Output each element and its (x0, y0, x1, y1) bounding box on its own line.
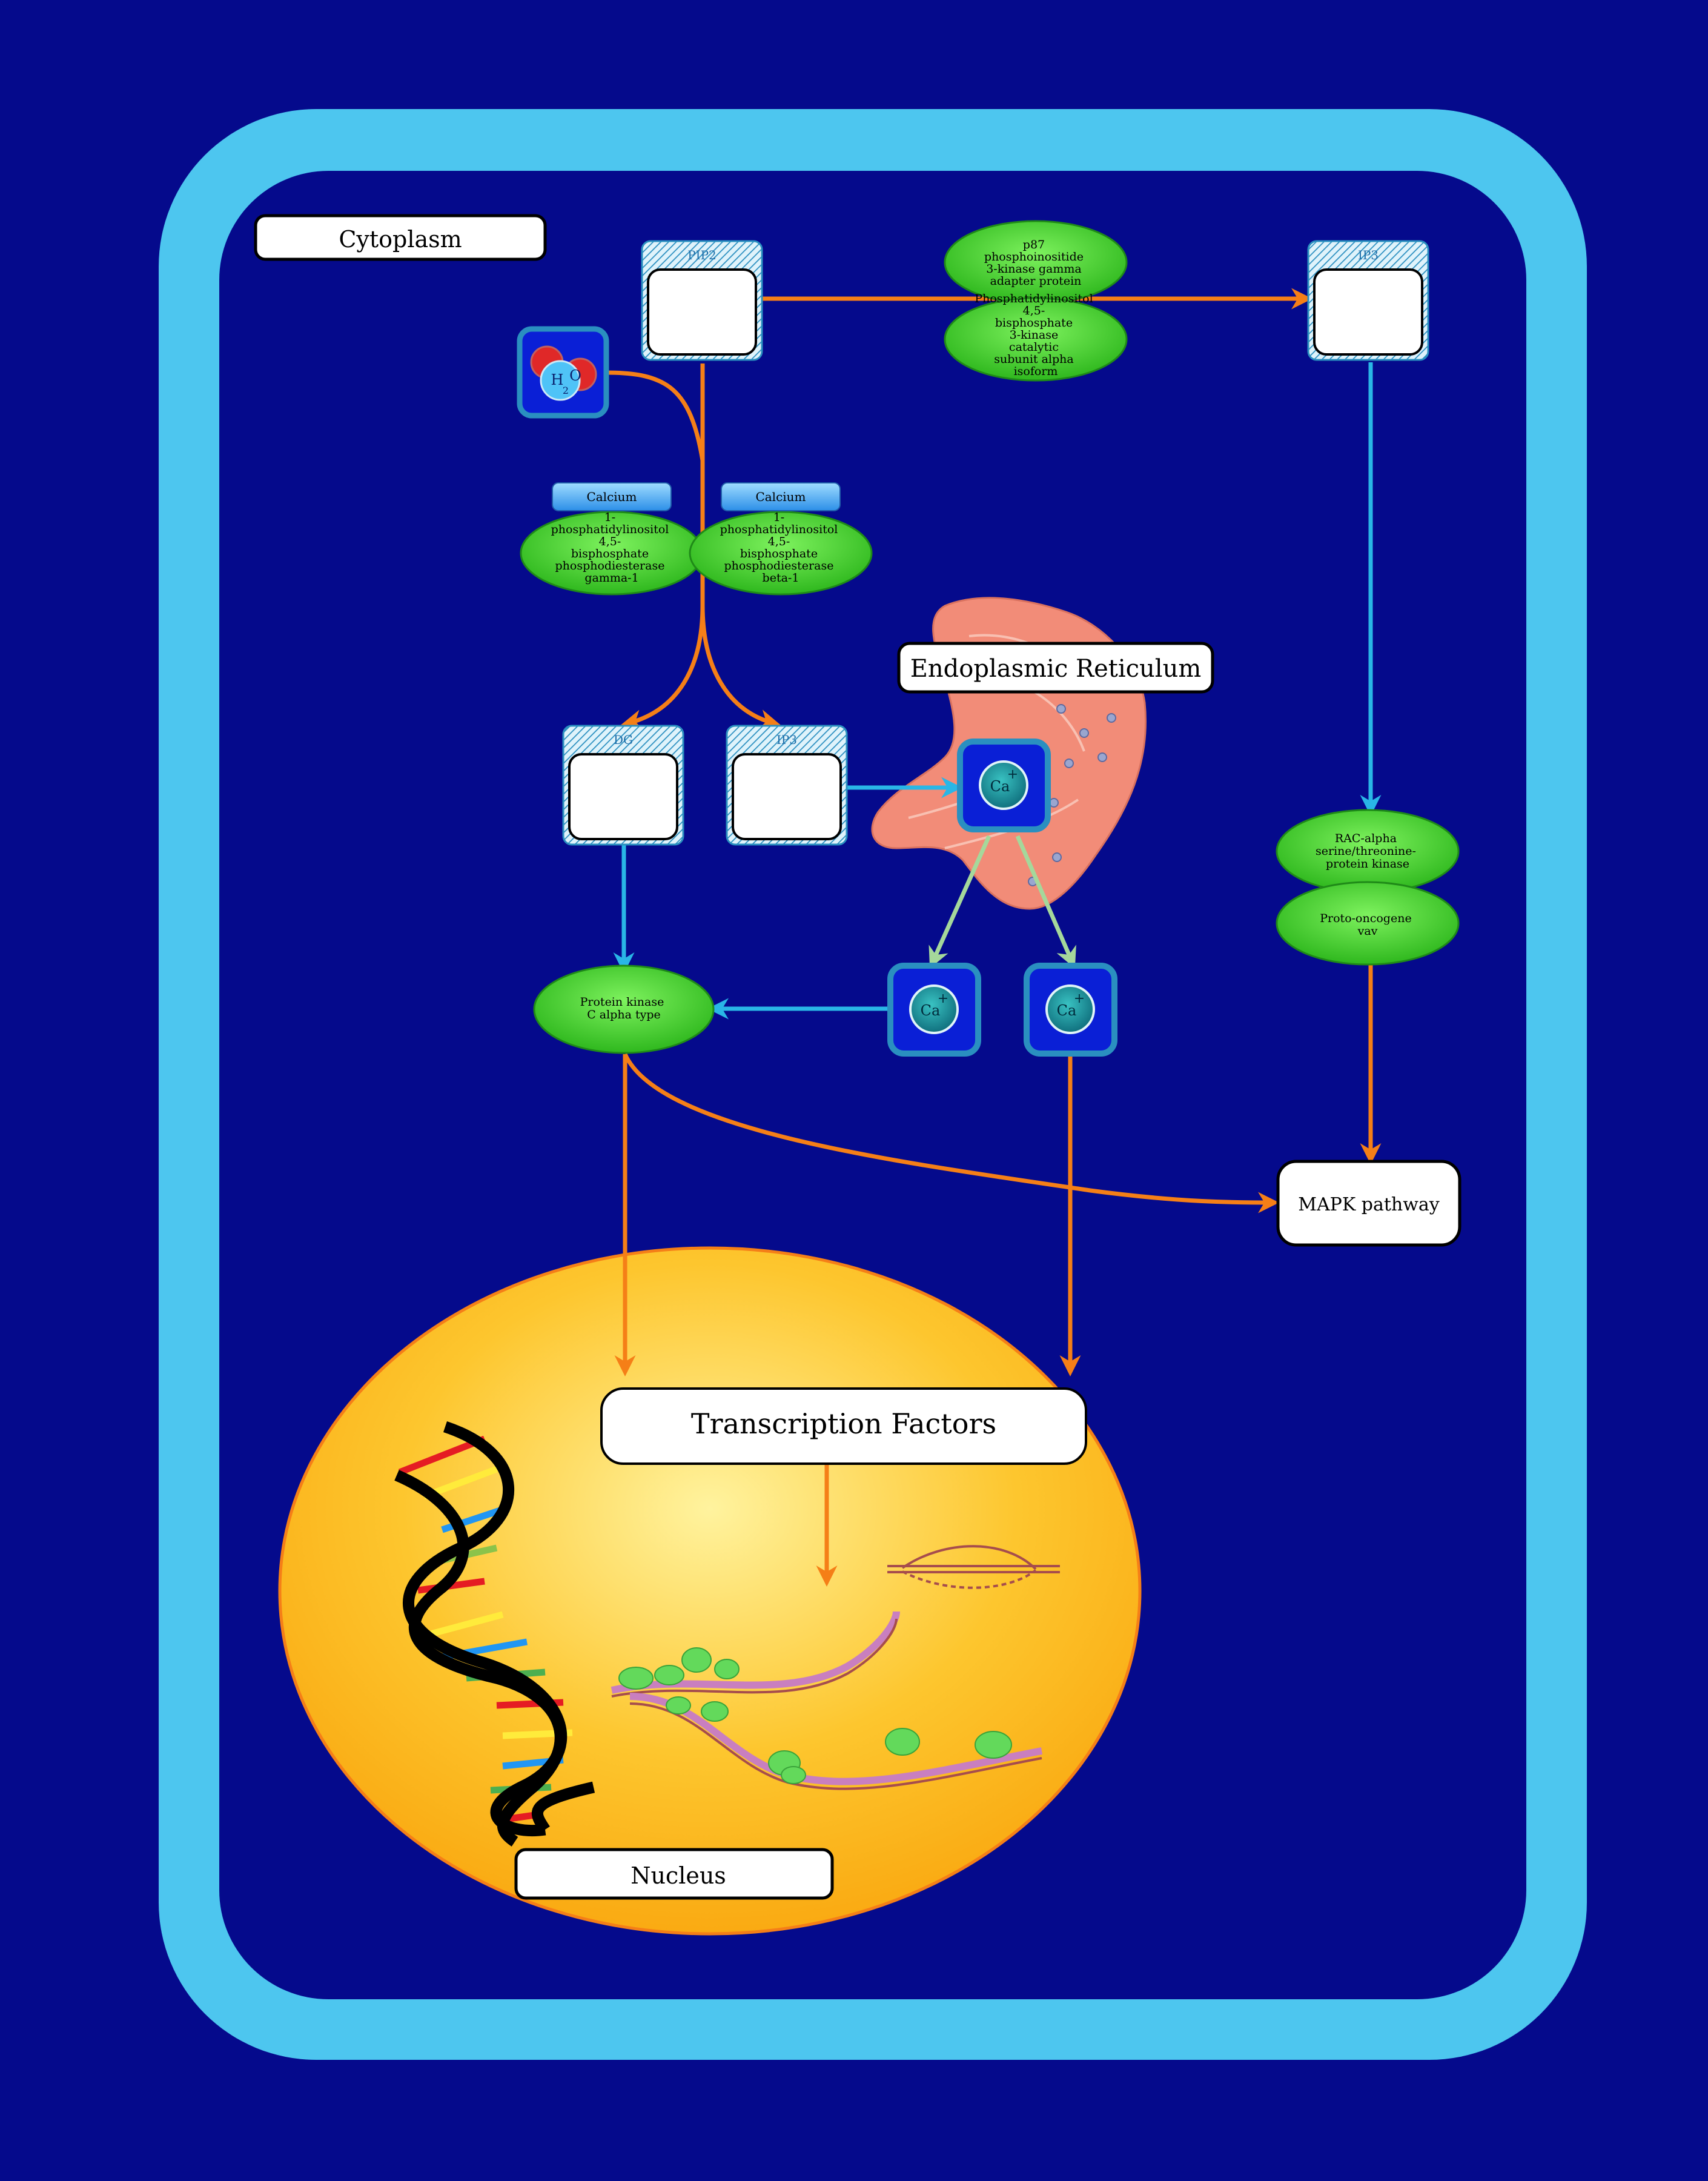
ip3-top-label: IP3 (1358, 248, 1379, 262)
enzyme-pi3k-alpha[interactable]: Phosphatidylinositol 4,5- bisphosphate 3… (944, 292, 1128, 382)
enzyme-plc-gamma-label: 1- phosphatidylinositol 4,5- bisphosphat… (551, 511, 673, 585)
enzyme-vav[interactable]: Proto-oncogene vav (1276, 881, 1460, 966)
ca-er-symbol: Ca (990, 778, 1010, 795)
cofactor-calcium-beta (721, 482, 841, 511)
er-label: Endoplasmic Reticulum (897, 642, 1214, 694)
dg-label: DG (614, 732, 633, 747)
er-text: Endoplasmic Reticulum (910, 655, 1202, 683)
enzyme-plc-beta[interactable]: Calcium 1- phosphatidylinositol 4,5- bis… (689, 482, 873, 596)
cofactor-calcium-gamma-text: Calcium (586, 490, 637, 504)
enzyme-p87-label: p87 phosphoinositide 3-kinase gamma adap… (984, 238, 1087, 288)
h2o-o: O (569, 367, 581, 384)
h2o-h: H (551, 371, 564, 388)
enzyme-akt1[interactable]: RAC-alpha serine/threonine- protein kina… (1276, 809, 1460, 894)
enzyme-pkc-label: Protein kinase C alpha type (580, 995, 668, 1021)
cytoplasm-text: Cytoplasm (339, 226, 462, 253)
mrna-strands (611, 1545, 1060, 1790)
metabolite-ip3[interactable]: IP3 (726, 725, 848, 846)
mapk-text: MAPK pathway (1298, 1194, 1440, 1215)
transcription-factors-text: Transcription Factors (691, 1407, 996, 1440)
metabolite-dg[interactable]: DG (562, 725, 684, 846)
calcium-ion-left[interactable]: Ca + (887, 963, 981, 1057)
calcium-ion-right[interactable]: Ca + (1024, 963, 1117, 1057)
enzyme-akt1-label: RAC-alpha serine/threonine- protein kina… (1316, 832, 1420, 871)
ca-er-charge: + (1007, 767, 1018, 782)
nucleus-label: Nucleus (514, 1848, 834, 1900)
enzyme-plc-gamma[interactable]: Calcium 1- phosphatidylinositol 4,5- bis… (520, 482, 704, 596)
enzyme-pkc-alpha[interactable]: Protein kinase C alpha type (533, 964, 715, 1054)
enzyme-p87[interactable]: p87 phosphoinositide 3-kinase gamma adap… (944, 220, 1128, 305)
enzyme-pi3k-label: Phosphatidylinositol 4,5- bisphosphate 3… (975, 292, 1096, 378)
ca-left-charge: + (938, 991, 948, 1006)
h2o-subscript: 2 (563, 385, 569, 396)
cofactor-calcium-beta-text: Calcium (755, 490, 806, 504)
cytoplasm-label: Cytoplasm (254, 214, 547, 261)
nucleus-text: Nucleus (631, 1862, 726, 1889)
ca-left-symbol: Ca (921, 1002, 941, 1019)
h2o-molecule[interactable]: H 2 O (517, 326, 609, 419)
transcription-factors-label: Transcription Factors (600, 1387, 1087, 1465)
ip3-label: IP3 (776, 732, 797, 747)
ca-right-charge: + (1074, 991, 1085, 1006)
metabolite-pip2[interactable]: PIP2 (641, 240, 763, 361)
mapk-pathway-node[interactable]: MAPK pathway (1276, 1160, 1461, 1247)
dna-helix (394, 1421, 595, 1847)
cofactor-calcium-gamma (552, 482, 672, 511)
enzyme-plc-beta-label: 1- phosphatidylinositol 4,5- bisphosphat… (720, 511, 842, 585)
calcium-ion-er[interactable]: Ca + (957, 739, 1051, 832)
pip2-label: PIP2 (687, 248, 717, 262)
enzyme-vav-label: Proto-oncogene vav (1320, 912, 1415, 938)
metabolite-ip3-top[interactable]: IP3 (1307, 240, 1429, 361)
ca-right-symbol: Ca (1057, 1002, 1077, 1019)
